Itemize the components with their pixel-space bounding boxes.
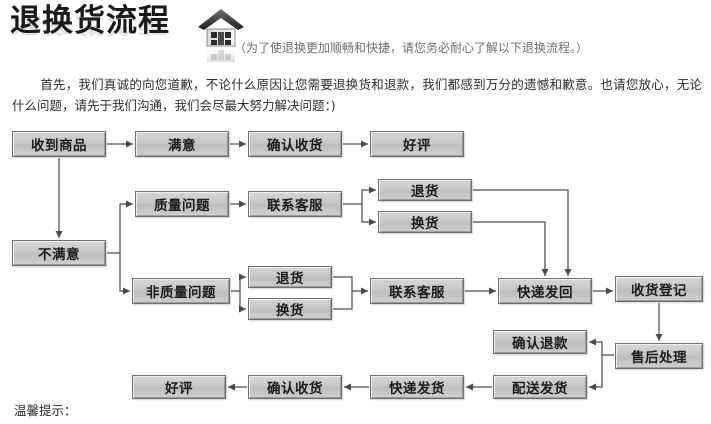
flow-node-n20: 确认收货 <box>248 375 342 399</box>
flow-node-n16: 售后处理 <box>615 343 703 369</box>
flow-node-n18: 配送发货 <box>493 375 587 399</box>
page-title: 退换货流程 <box>10 3 170 39</box>
flow-node-n11: 退货 <box>248 266 332 288</box>
flow-node-n12: 换货 <box>248 298 332 320</box>
flow-node-n1: 收到商品 <box>12 131 106 157</box>
tip-label: 温馨提示： <box>14 403 77 418</box>
flow-node-n13: 联系客服 <box>370 278 464 304</box>
flow-node-n21: 好评 <box>132 375 226 399</box>
flow-node-n4: 好评 <box>370 131 464 157</box>
flow-node-n3: 确认收货 <box>248 131 342 157</box>
flow-node-n19: 快递发货 <box>370 375 464 399</box>
flow-node-n8: 换货 <box>378 211 472 233</box>
house-icon <box>196 6 246 63</box>
flow-node-n10: 非质量问题 <box>132 278 230 304</box>
header-subtitle: （为了使退换更加顺畅和快捷，请您务必耐心了解以下退换流程。） <box>234 41 589 55</box>
intro-paragraph-text: 首先，我们真诚的向您道歉，不论什么原因让您需要退换货和退款，我们都感到万分的遗憾… <box>12 77 702 113</box>
flow-node-n9: 不满意 <box>12 240 106 266</box>
flow-node-n15: 收货登记 <box>615 276 703 302</box>
flow-node-n6: 联系客服 <box>248 191 342 217</box>
flow-node-n17: 确认退款 <box>493 330 587 354</box>
flow-node-n14: 快递发回 <box>498 278 592 304</box>
intro-paragraph: 首先，我们真诚的向您道歉，不论什么原因让您需要退换货和退款，我们都感到万分的遗憾… <box>12 74 702 116</box>
flow-node-n2: 满意 <box>135 131 229 157</box>
flow-node-n5: 质量问题 <box>135 191 229 217</box>
flow-node-n7: 退货 <box>378 179 472 201</box>
